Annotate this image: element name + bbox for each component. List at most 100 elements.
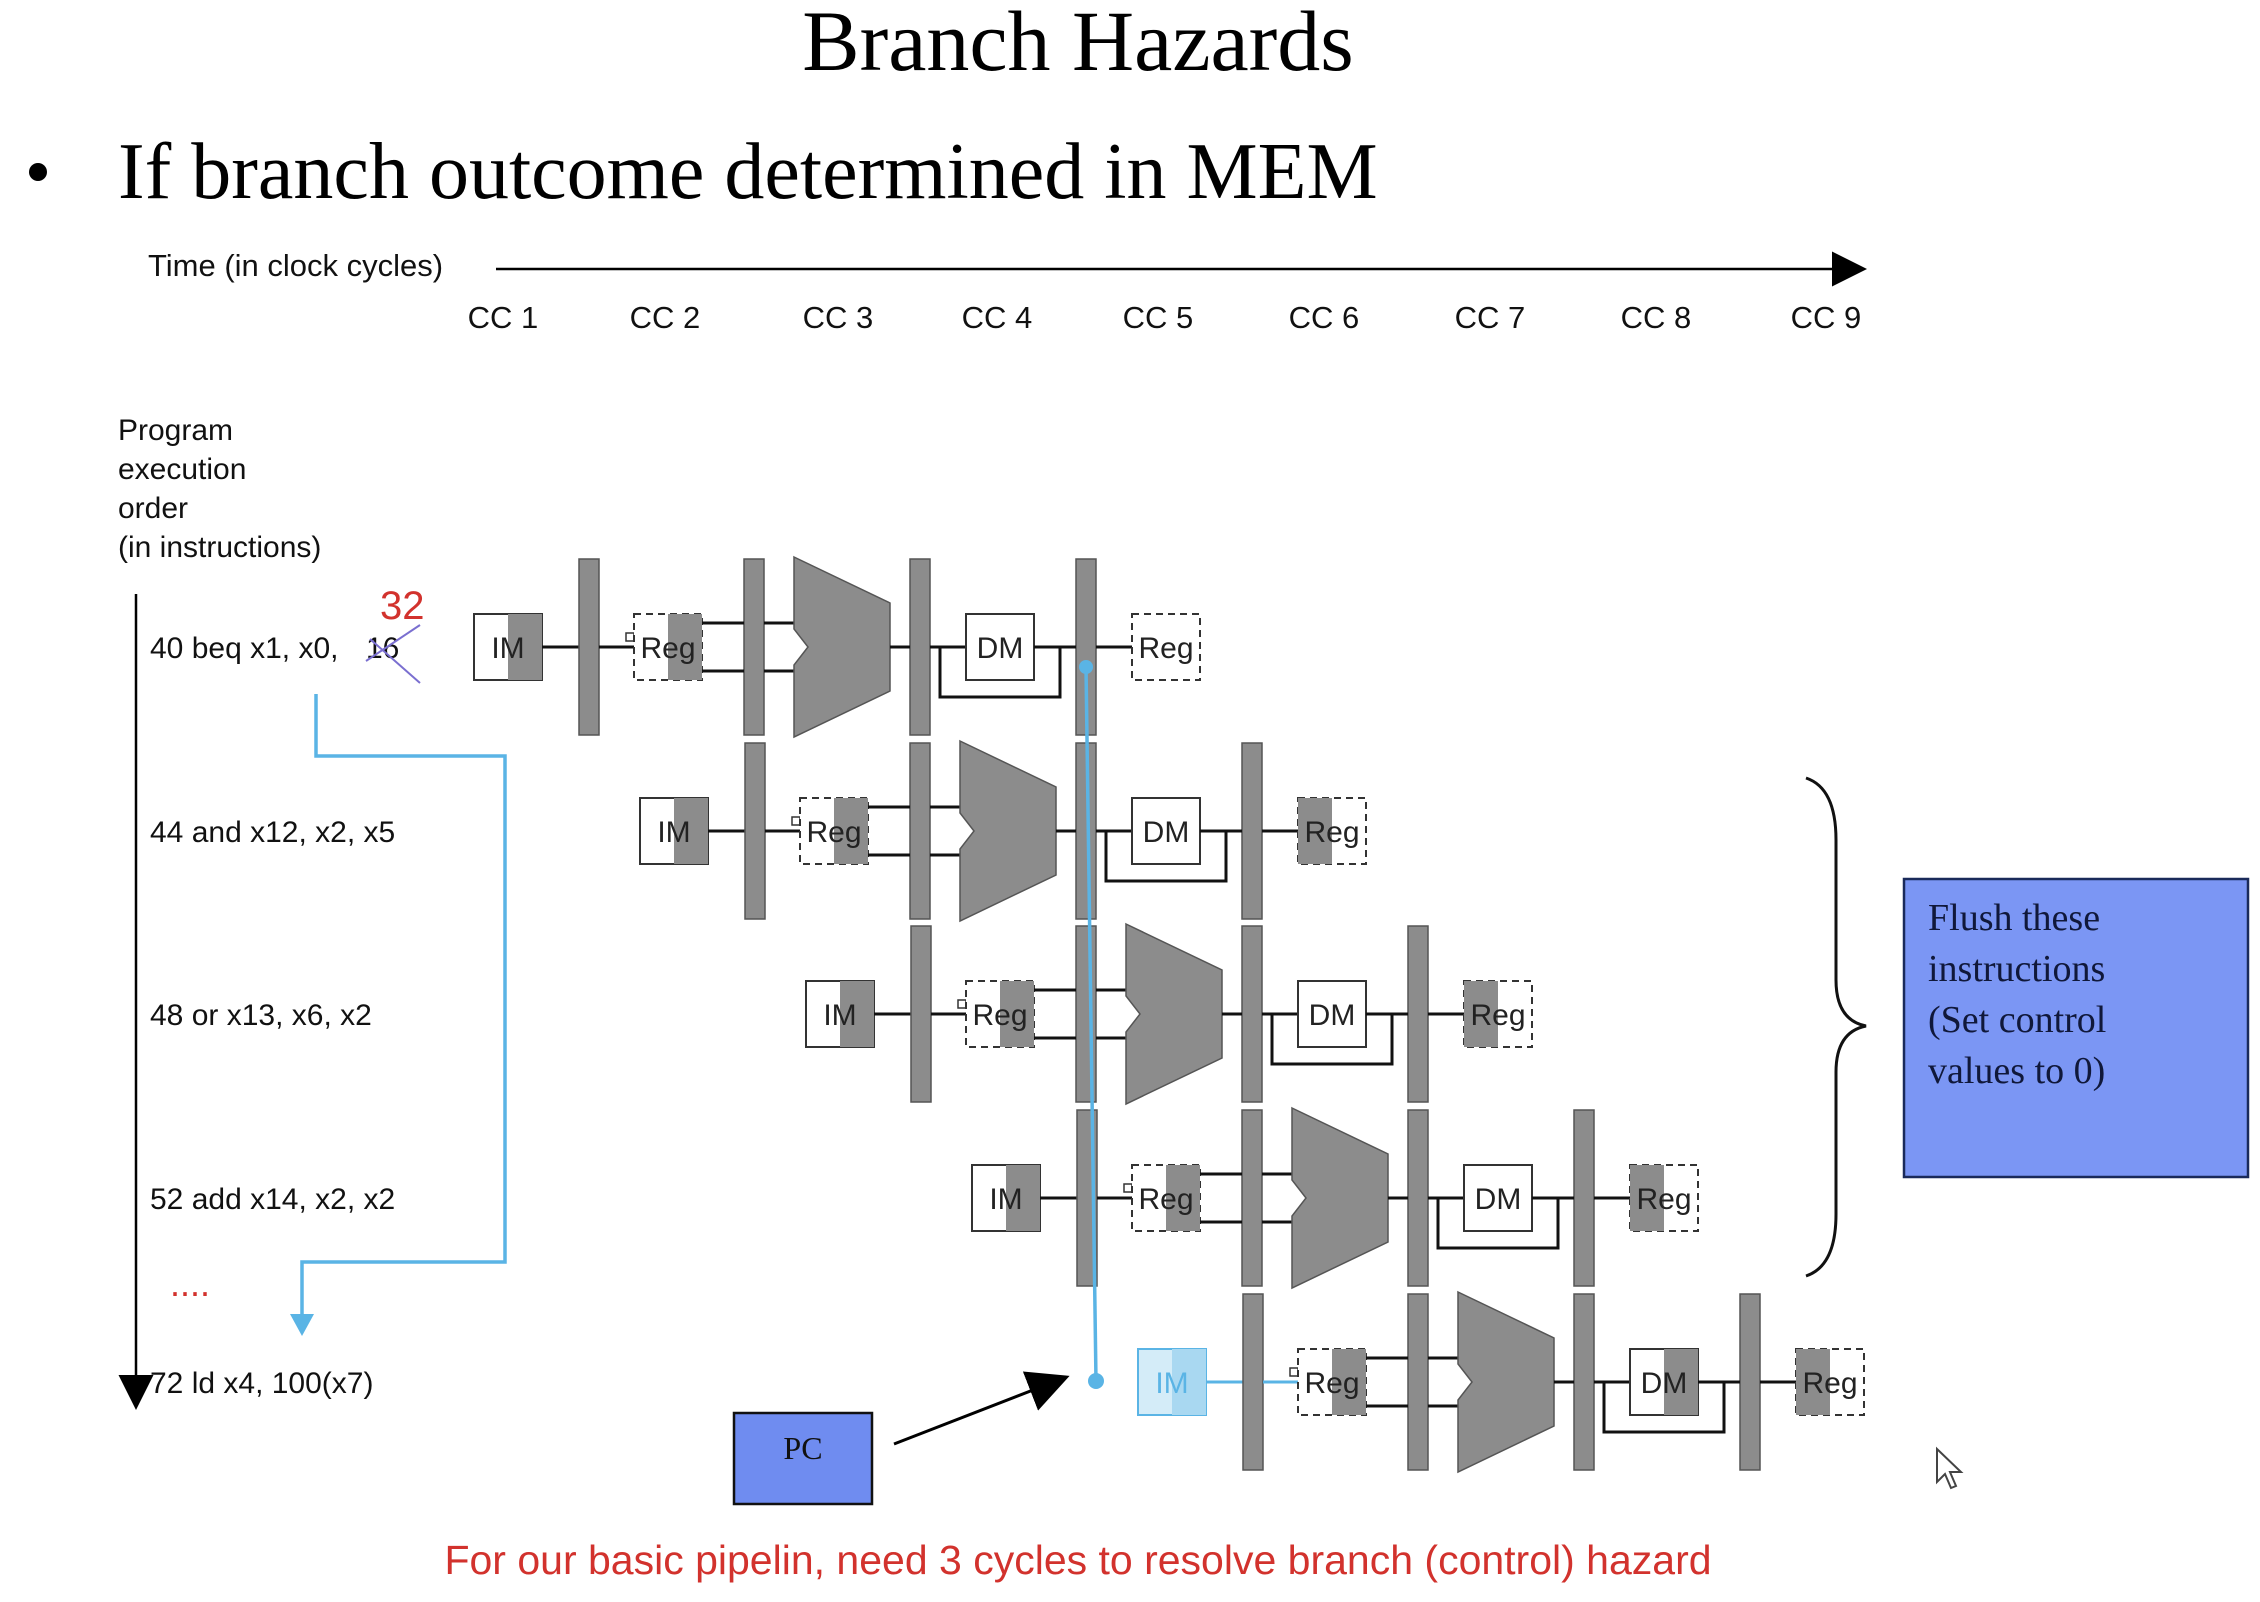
dm-box xyxy=(965,613,1035,681)
cc-label: CC 4 xyxy=(962,300,1033,335)
dm-box xyxy=(1131,797,1201,865)
reg-read-shade xyxy=(1166,1165,1200,1231)
im-label: IM xyxy=(657,816,690,849)
flush-box xyxy=(1902,877,2250,1179)
pipeline-register xyxy=(1241,925,1263,1103)
pipeline-register xyxy=(910,925,932,1103)
pipeline-row: IM Reg DM Reg xyxy=(473,555,1201,739)
flush-line: values to 0) xyxy=(1928,1050,2105,1092)
cc-label: CC 9 xyxy=(1791,300,1862,335)
pipeline-register xyxy=(1407,925,1429,1103)
flush-line: Flush these xyxy=(1928,897,2100,939)
reg-read-shade xyxy=(1000,981,1034,1047)
program-order-line: (in instructions) xyxy=(118,531,321,564)
im-label: IM xyxy=(823,999,856,1032)
reg-write-label: Reg xyxy=(1636,1183,1691,1216)
alu-shape xyxy=(959,739,1057,923)
pc-box xyxy=(732,1411,874,1506)
ellipsis: .... xyxy=(170,1263,210,1304)
pipeline-register xyxy=(1407,1109,1429,1287)
reg-read-label: Reg xyxy=(1304,1367,1359,1400)
reg-write-label: Reg xyxy=(1304,816,1359,849)
branch-target-path xyxy=(300,694,507,1325)
dm-label: DM xyxy=(1143,816,1190,849)
pipeline-row: IM Reg DM Reg xyxy=(971,1106,1699,1290)
reg-read-shade xyxy=(668,614,702,680)
pipeline-register xyxy=(1573,1109,1595,1287)
instruction-label: 44 and x12, x2, x5 xyxy=(150,816,395,849)
dm-label: DM xyxy=(1309,999,1356,1032)
reg-read-label: Reg xyxy=(1138,1183,1193,1216)
im-label: IM xyxy=(989,1183,1022,1216)
footer-note: For our basic pipelin, need 3 cycles to … xyxy=(444,1537,1711,1583)
pipeline-register xyxy=(1241,742,1263,920)
pipeline-row: IM Reg DM Reg xyxy=(1137,1290,1865,1474)
reg-write-box xyxy=(1131,613,1201,681)
pc-arrow xyxy=(893,1371,1070,1446)
reg-read-label: Reg xyxy=(640,632,695,665)
dm-box xyxy=(1463,1164,1533,1232)
pipeline-register xyxy=(743,558,765,736)
pipeline-register xyxy=(744,742,766,920)
im-shade xyxy=(1006,1165,1040,1231)
reg-read-shade xyxy=(834,798,868,864)
cc-label: CC 5 xyxy=(1123,300,1194,335)
pipeline-register xyxy=(1407,1293,1429,1471)
pipeline-register xyxy=(909,558,931,736)
instruction-label: 52 add x14, x2, x2 xyxy=(150,1183,395,1216)
pc-label: PC xyxy=(783,1430,822,1466)
pipeline-register xyxy=(1241,1109,1263,1287)
cc-label: CC 2 xyxy=(630,300,701,335)
alu-shape xyxy=(1457,1290,1555,1474)
cc-label: CC 6 xyxy=(1289,300,1360,335)
program-order-line: order xyxy=(118,492,188,525)
im-shade xyxy=(674,798,708,864)
reg-write-shade xyxy=(1796,1349,1830,1415)
pipeline-register xyxy=(1739,1293,1761,1471)
im-label: IM xyxy=(1155,1367,1188,1400)
dm-box xyxy=(1297,980,1367,1048)
pipeline-register xyxy=(578,558,600,736)
mem-result-line xyxy=(1084,666,1098,1382)
dm-shade xyxy=(1664,1349,1698,1415)
dm-label: DM xyxy=(1641,1367,1688,1400)
corrected-offset: 32 xyxy=(380,584,425,628)
reg-read-shade xyxy=(1332,1349,1366,1415)
cc-label: CC 1 xyxy=(468,300,539,335)
pipeline-row: IM Reg DM Reg xyxy=(639,739,1367,923)
reg-write-label: Reg xyxy=(1802,1367,1857,1400)
dm-label: DM xyxy=(977,632,1024,665)
time-axis-label: Time (in clock cycles) xyxy=(148,248,443,283)
reg-write-shade xyxy=(1298,798,1332,864)
bullet-text: If branch outcome determined in MEM xyxy=(118,128,1378,216)
strike-mark xyxy=(369,638,421,684)
reg-read-label: Reg xyxy=(972,999,1027,1032)
alu-shape xyxy=(1291,1106,1389,1290)
alu-shape xyxy=(1125,922,1223,1106)
alu-shape xyxy=(793,555,891,739)
cc-label: CC 7 xyxy=(1455,300,1526,335)
im-label: IM xyxy=(491,632,524,665)
instruction-label: 72 ld x4, 100(x7) xyxy=(150,1367,373,1400)
instruction-label: 48 or x13, x6, x2 xyxy=(150,999,372,1032)
strike-mark xyxy=(365,624,421,662)
mem-result-dot-top xyxy=(1079,660,1093,674)
reg-write-label: Reg xyxy=(1138,632,1193,665)
flush-brace xyxy=(1805,776,1867,1278)
pipeline-register xyxy=(1242,1293,1264,1471)
im-shade xyxy=(1172,1349,1206,1415)
mouse-cursor-icon xyxy=(1936,1446,1964,1490)
dm-label: DM xyxy=(1475,1183,1522,1216)
im-shade xyxy=(508,614,542,680)
instruction-label: 40 beq x1, x0, xyxy=(150,632,338,665)
program-order-line: Program xyxy=(118,414,233,447)
pipeline-register xyxy=(909,742,931,920)
cc-label: CC 8 xyxy=(1621,300,1692,335)
reg-read-label: Reg xyxy=(806,816,861,849)
im-shade xyxy=(840,981,874,1047)
